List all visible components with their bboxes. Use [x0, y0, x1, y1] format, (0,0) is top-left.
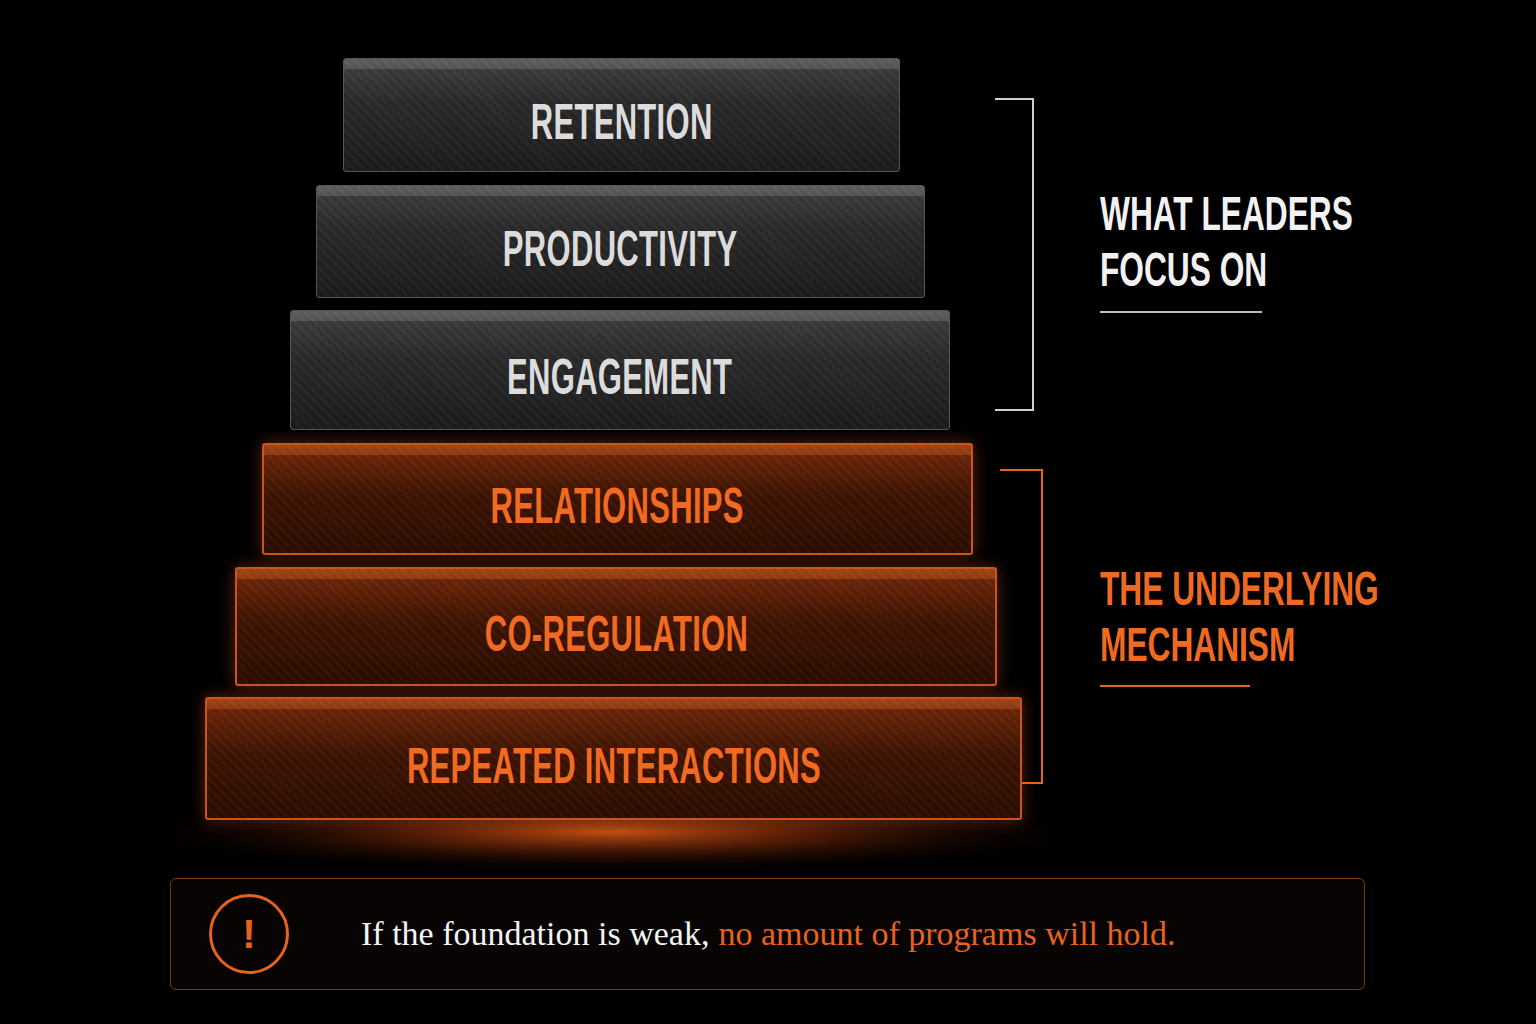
- slab-label: RELATIONSHIPS: [491, 477, 744, 535]
- warning-mark: !: [242, 914, 255, 954]
- warning-icon: !: [209, 894, 289, 974]
- slab-label: RETENTION: [531, 93, 713, 151]
- slab-label: REPEATED INTERACTIONS: [406, 737, 820, 795]
- group-label: WHAT LEADERS FOCUS ON: [1100, 186, 1423, 298]
- outcome-slab: ENGAGEMENT: [290, 310, 950, 430]
- top-bracket: [995, 99, 1033, 410]
- outcome-slab: PRODUCTIVITY: [316, 185, 925, 298]
- slab-label: ENGAGEMENT: [507, 348, 732, 406]
- callout-text: no amount of programs will hold.: [718, 915, 1175, 953]
- label-underline: [1100, 311, 1262, 313]
- group-label: THE UNDERLYING MECHANISM: [1100, 561, 1423, 673]
- mechanism-slab: RELATIONSHIPS: [262, 443, 973, 555]
- callout-text: If the foundation is weak,: [361, 915, 709, 953]
- warning-callout: If the foundation is weak,no amount of p…: [170, 878, 1365, 990]
- slab-label: CO-REGULATION: [484, 605, 747, 663]
- mechanism-slab: CO-REGULATION: [235, 567, 997, 686]
- outcome-slab: RETENTION: [343, 58, 900, 172]
- slab-label: PRODUCTIVITY: [503, 220, 738, 278]
- label-underline: [1100, 685, 1250, 687]
- mechanism-slab: REPEATED INTERACTIONS: [205, 697, 1022, 820]
